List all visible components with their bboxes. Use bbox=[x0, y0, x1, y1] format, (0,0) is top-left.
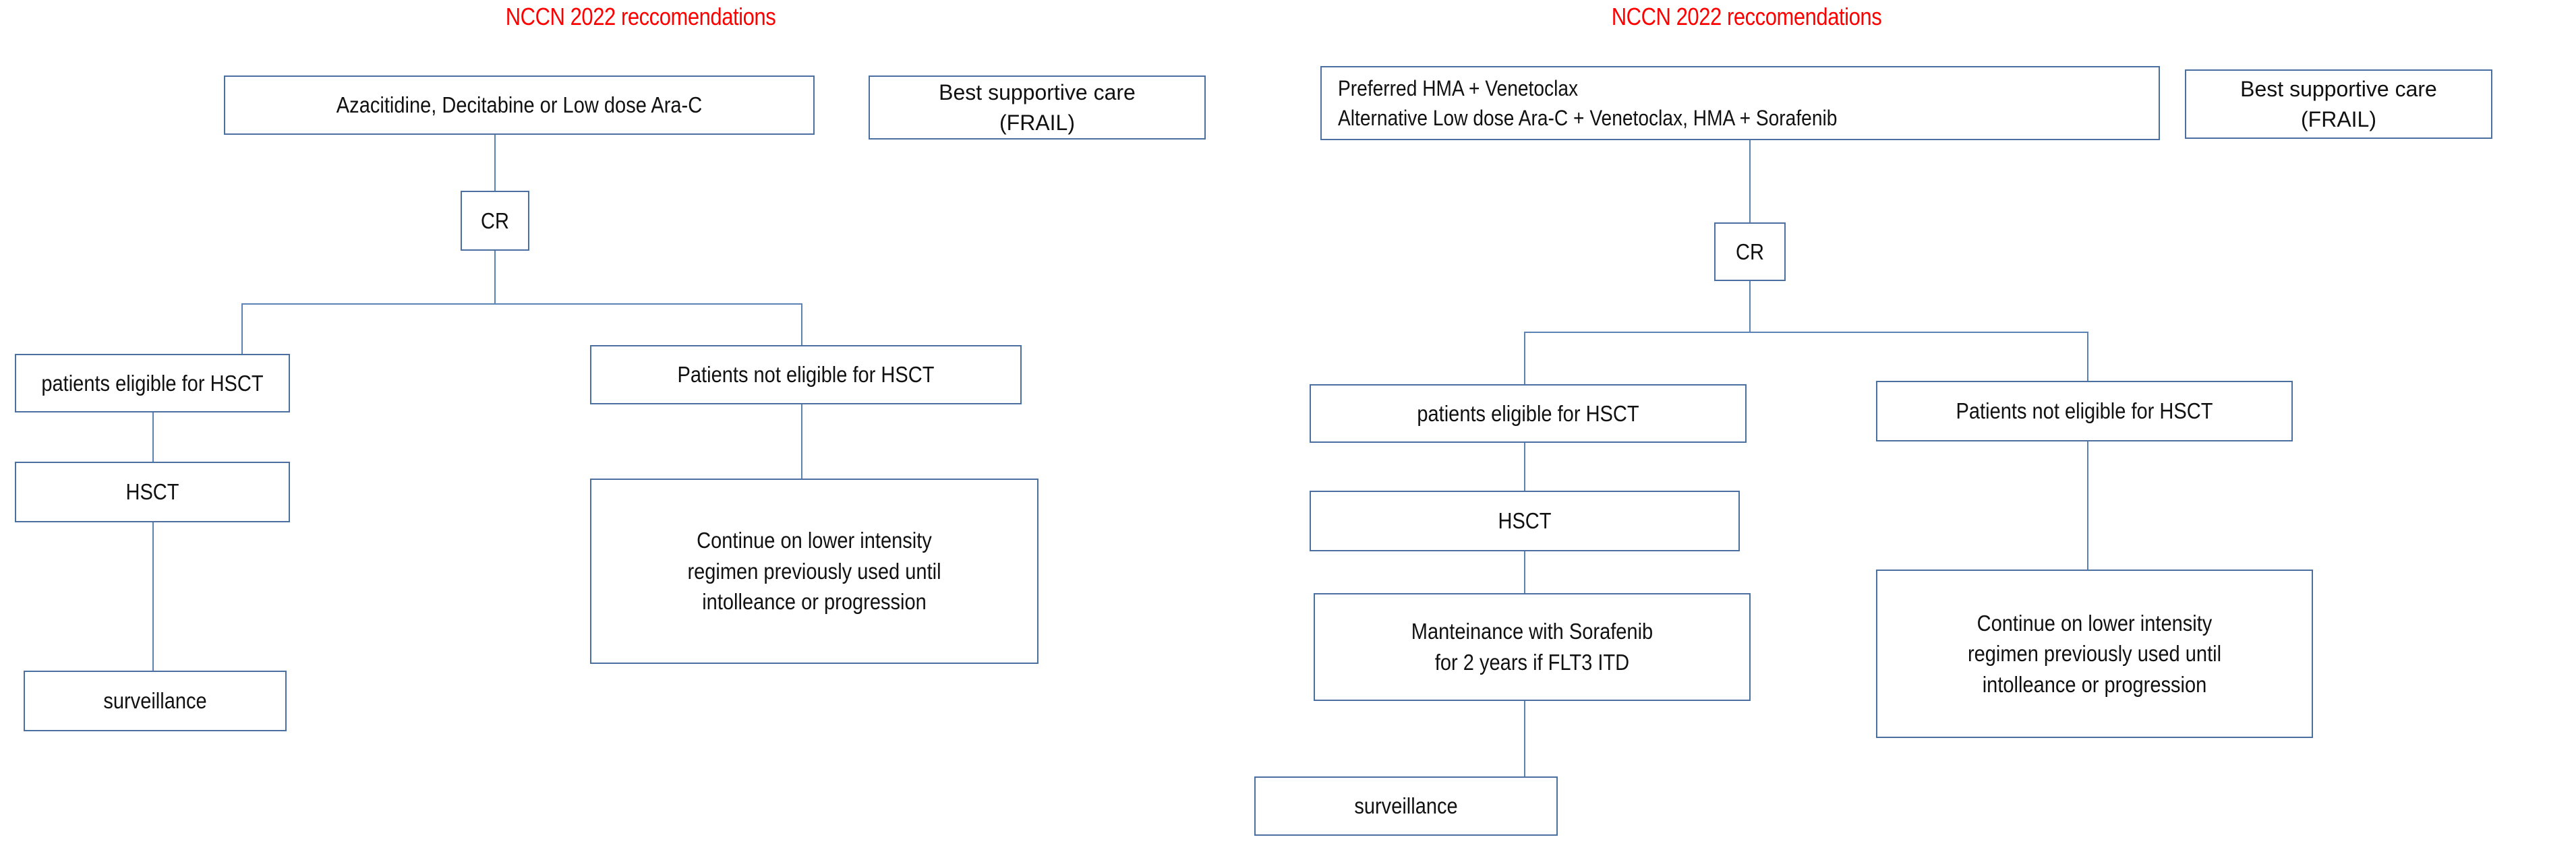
left-surveillance-box[interactable]: surveillance bbox=[24, 671, 287, 731]
right-eligible-box[interactable]: patients eligible for HSCT bbox=[1310, 384, 1747, 443]
left-continue-box[interactable]: Continue on lower intensity regimen prev… bbox=[590, 479, 1038, 664]
left-not-eligible-label: Patients not eligible for HSCT bbox=[677, 362, 935, 388]
left-continue-label: Continue on lower intensity regimen prev… bbox=[687, 528, 941, 615]
right-connector-not-eligible-continue bbox=[2087, 441, 2088, 570]
right-maintenance-label: Manteinance with Sorafenib for 2 years i… bbox=[1411, 619, 1653, 675]
right-surveillance-box[interactable]: surveillance bbox=[1254, 776, 1558, 836]
right-eligible-label: patients eligible for HSCT bbox=[1417, 400, 1639, 426]
right-transplant-box[interactable]: HSCT bbox=[1310, 491, 1740, 551]
left-branch-drop-eligible bbox=[241, 303, 243, 354]
left-connector-eligible-hsct bbox=[152, 412, 154, 462]
left-transplant-box[interactable]: HSCT bbox=[15, 462, 290, 522]
left-connector-treatment-cr bbox=[494, 135, 496, 191]
right-not-eligible-box[interactable]: Patients not eligible for HSCT bbox=[1876, 381, 2293, 441]
left-transplant-label: HSCT bbox=[125, 479, 179, 505]
right-connector-eligible-hsct bbox=[1524, 443, 1525, 491]
right-not-eligible-label: Patients not eligible for HSCT bbox=[1956, 398, 2213, 424]
left-supportive-care-label: Best supportive care (FRAIL) bbox=[939, 80, 1136, 135]
left-response-label: CR bbox=[481, 208, 509, 233]
right-branch-horizontal bbox=[1524, 332, 2087, 333]
left-not-eligible-box[interactable]: Patients not eligible for HSCT bbox=[590, 345, 1022, 404]
right-branch-drop-not-eligible bbox=[2087, 332, 2088, 381]
right-surveillance-label: surveillance bbox=[1354, 793, 1458, 819]
left-connector-cr-branch bbox=[494, 251, 496, 303]
right-supportive-care-label: Best supportive care (FRAIL) bbox=[2240, 77, 2437, 131]
right-connector-hsct-maintenance bbox=[1524, 551, 1525, 593]
right-continue-box[interactable]: Continue on lower intensity regimen prev… bbox=[1876, 570, 2313, 738]
left-eligible-box[interactable]: patients eligible for HSCT bbox=[15, 354, 290, 412]
right-maintenance-box[interactable]: Manteinance with Sorafenib for 2 years i… bbox=[1314, 593, 1751, 701]
right-chart-title: NCCN 2022 reccomendations bbox=[1611, 3, 1882, 30]
left-response-box[interactable]: CR bbox=[461, 191, 529, 251]
left-branch-drop-not-eligible bbox=[801, 303, 802, 345]
left-surveillance-label: surveillance bbox=[103, 688, 207, 714]
right-branch-drop-eligible bbox=[1524, 332, 1525, 384]
right-response-box[interactable]: CR bbox=[1714, 222, 1786, 281]
left-connector-hsct-surveillance bbox=[152, 522, 154, 671]
right-transplant-label: HSCT bbox=[1498, 508, 1552, 534]
left-eligible-label: patients eligible for HSCT bbox=[41, 370, 264, 396]
left-connector-not-eligible-continue bbox=[801, 404, 802, 479]
right-response-label: CR bbox=[1736, 239, 1764, 264]
left-treatment-box[interactable]: Azacitidine, Decitabine or Low dose Ara-… bbox=[224, 75, 815, 135]
left-supportive-care-box[interactable]: Best supportive care (FRAIL) bbox=[869, 75, 1206, 140]
left-treatment-label: Azacitidine, Decitabine or Low dose Ara-… bbox=[336, 92, 703, 118]
right-treatment-box[interactable]: Preferred HMA + Venetoclax Alternative L… bbox=[1320, 66, 2160, 140]
left-branch-horizontal bbox=[241, 303, 801, 305]
right-continue-label: Continue on lower intensity regimen prev… bbox=[1967, 610, 2222, 697]
right-treatment-label: Preferred HMA + Venetoclax Alternative L… bbox=[1338, 75, 1838, 130]
right-supportive-care-box[interactable]: Best supportive care (FRAIL) bbox=[2185, 69, 2492, 139]
right-connector-treatment-cr bbox=[1749, 140, 1751, 222]
left-chart-title: NCCN 2022 reccomendations bbox=[505, 3, 776, 30]
right-connector-cr-branch bbox=[1749, 281, 1751, 332]
right-connector-maintenance-surveillance bbox=[1524, 701, 1525, 776]
